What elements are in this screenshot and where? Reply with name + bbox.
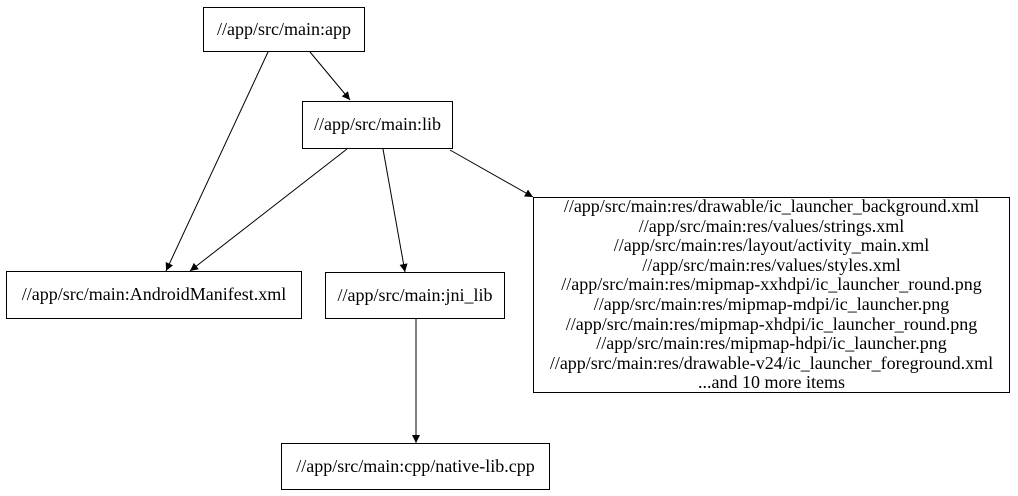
node-res-file-group: //app/src/main:res/drawable/ic_launcher_… [533, 196, 1010, 393]
res-group-line: //app/src/main:res/mipmap-xxhdpi/ic_laun… [561, 274, 982, 295]
res-group-line: //app/src/main:res/mipmap-mdpi/ic_launch… [593, 294, 950, 314]
res-group-line: //app/src/main:res/values/strings.xml [638, 215, 905, 236]
edge-app-to-lib [309, 51, 351, 101]
edge-lib-to-manifest [189, 148, 348, 272]
node-jni-lib-label: //app/src/main:jni_lib [337, 284, 493, 305]
node-native-lib-cpp: //app/src/main:cpp/native-lib.cpp [281, 443, 550, 490]
node-android-manifest-label: //app/src/main:AndroidManifest.xml [21, 284, 287, 305]
node-lib-label: //app/src/main:lib [314, 114, 441, 135]
node-app-label: //app/src/main:app [217, 18, 351, 39]
node-android-manifest: //app/src/main:AndroidManifest.xml [6, 271, 302, 319]
res-group-line: //app/src/main:res/drawable/ic_launcher_… [563, 196, 980, 217]
node-jni-lib: //app/src/main:jni_lib [325, 272, 505, 319]
node-native-lib-cpp-label: //app/src/main:cpp/native-lib.cpp [296, 455, 535, 476]
res-group-line: //app/src/main:res/layout/activity_main.… [613, 235, 930, 256]
res-group-line: //app/src/main:res/values/styles.xml [642, 254, 901, 275]
edge-app-to-manifest [165, 51, 269, 272]
res-group-line: //app/src/main:res/mipmap-xhdpi/ic_launc… [565, 313, 978, 334]
res-group-more-items: ...and 10 more items [698, 372, 845, 393]
res-group-line: //app/src/main:res/drawable-v24/ic_launc… [549, 352, 994, 373]
node-app: //app/src/main:app [203, 7, 365, 52]
res-group-line: //app/src/main:res/mipmap-hdpi/ic_launch… [596, 333, 947, 354]
edge-lib-to-res-group [449, 149, 534, 198]
edge-lib-to-jni-lib [382, 148, 408, 273]
node-lib: //app/src/main:lib [302, 101, 453, 149]
